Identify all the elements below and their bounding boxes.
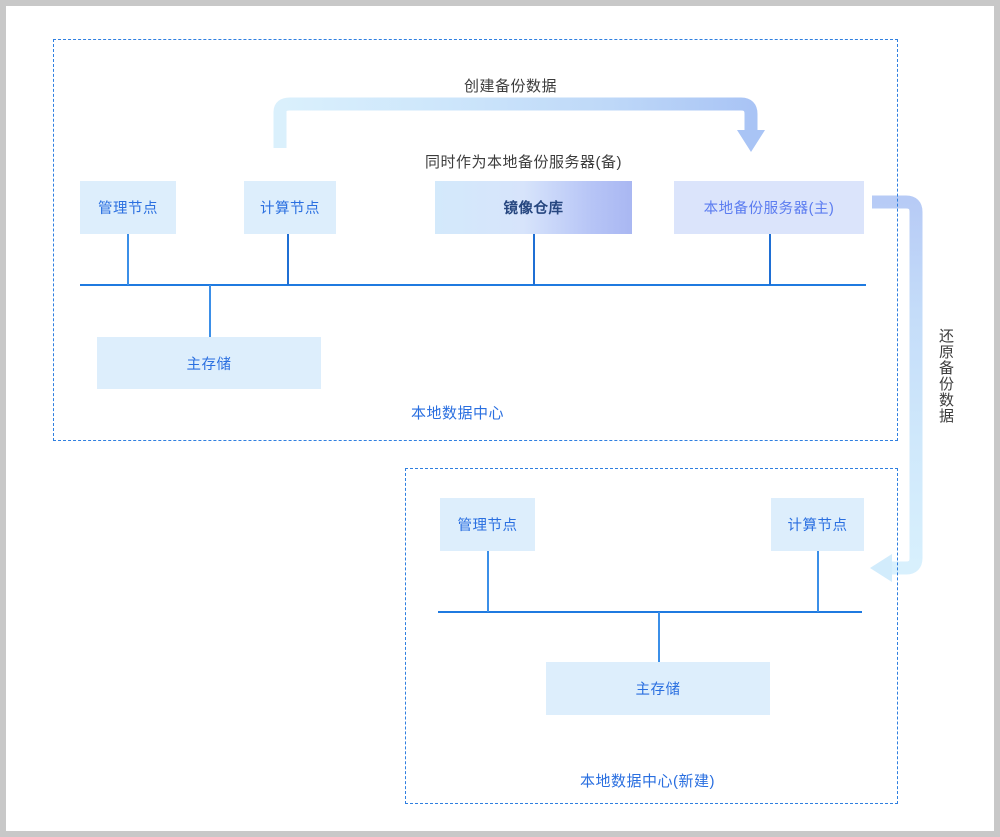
diagram-stage: 管理节点 计算节点 镜像仓库 本地备份服务器(主) 主存储 本地数据中心 管理节… xyxy=(6,6,994,831)
datacenter-local xyxy=(53,39,898,441)
node-image-registry[interactable]: 镜像仓库 xyxy=(435,181,632,234)
datacenter-local-new xyxy=(405,468,898,804)
connector-mgmt-node xyxy=(127,234,129,285)
annotation-create-backup: 创建备份数据 xyxy=(464,78,558,95)
annotation-also-backup-server: 同时作为本地备份服务器(备) xyxy=(425,154,622,171)
node-label: 计算节点 xyxy=(787,518,848,534)
connector-primary-storage xyxy=(209,285,211,337)
node-label: 主存储 xyxy=(186,356,232,373)
connector-primary-storage-new xyxy=(658,612,660,662)
node-compute-node-new[interactable]: 计算节点 xyxy=(771,498,864,551)
node-label: 管理节点 xyxy=(98,201,158,217)
node-label: 管理节点 xyxy=(457,518,518,534)
node-compute-node[interactable]: 计算节点 xyxy=(244,181,336,234)
node-label: 镜像仓库 xyxy=(503,201,564,217)
node-label: 主存储 xyxy=(635,682,681,698)
datacenter-label-local: 本地数据中心 xyxy=(411,405,505,422)
connector-compute-node-new xyxy=(817,551,819,612)
bus-line-bottom xyxy=(438,611,862,613)
connector-mgmt-node-new xyxy=(487,551,489,612)
connector-compute-node xyxy=(287,234,289,285)
datacenter-label-local-new: 本地数据中心(新建) xyxy=(580,773,715,790)
node-label: 本地备份服务器(主) xyxy=(703,201,835,217)
bus-line-top xyxy=(80,284,866,286)
node-label: 计算节点 xyxy=(260,201,320,217)
node-backup-server-primary[interactable]: 本地备份服务器(主) xyxy=(674,181,864,234)
node-mgmt-node[interactable]: 管理节点 xyxy=(80,181,176,234)
annotation-restore-backup: 还原备份数据 xyxy=(937,328,954,424)
connector-image-registry xyxy=(533,234,535,285)
connector-backup-server xyxy=(769,234,771,285)
node-primary-storage-new[interactable]: 主存储 xyxy=(546,662,770,715)
node-mgmt-node-new[interactable]: 管理节点 xyxy=(440,498,535,551)
node-primary-storage[interactable]: 主存储 xyxy=(97,337,321,389)
